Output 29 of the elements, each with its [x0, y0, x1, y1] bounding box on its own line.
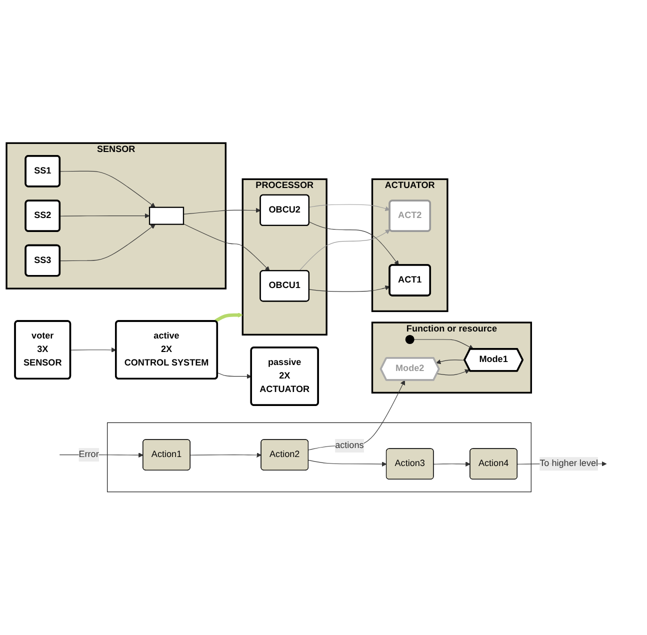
- cluster: [371, 178, 448, 312]
- cluster: [371, 322, 532, 394]
- edge-label: actions: [335, 440, 364, 450]
- arrow: [59, 452, 144, 458]
- arrow: [308, 204, 390, 212]
- arrow: [183, 224, 270, 272]
- node-bar: [148, 206, 184, 225]
- arrow: [60, 213, 150, 218]
- arrow: [70, 347, 116, 352]
- arrow: [183, 208, 261, 214]
- arrow: [433, 462, 470, 467]
- edge-label: Error: [78, 450, 99, 460]
- arrow: [298, 229, 390, 272]
- arrow: [190, 452, 262, 458]
- arrow: [308, 460, 387, 467]
- cluster: [107, 422, 532, 492]
- arrow: [308, 222, 399, 266]
- arrow: [60, 224, 156, 262]
- edge-label: To higher level: [540, 458, 598, 468]
- node-circle: [405, 334, 414, 344]
- arrow: [308, 285, 390, 292]
- arrow: [60, 170, 156, 208]
- arrow: [217, 372, 252, 379]
- arrow: [436, 359, 465, 364]
- cluster: [242, 178, 328, 336]
- cluster: [6, 142, 227, 290]
- arrow: [436, 369, 470, 376]
- arrow: [414, 339, 474, 350]
- arrow: [214, 312, 243, 322]
